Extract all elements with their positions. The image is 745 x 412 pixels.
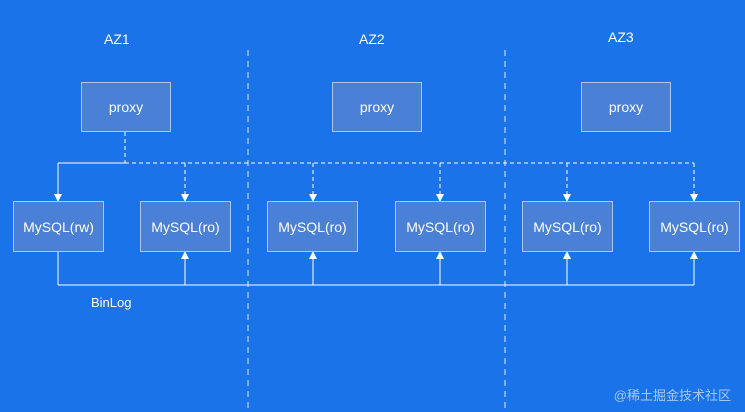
proxy-node-az3: proxy	[581, 82, 671, 132]
mysql-replica-node-5: MySQL(ro)	[649, 201, 740, 252]
mysql-replica-node-2: MySQL(ro)	[267, 201, 358, 252]
zone-label-az1: AZ1	[104, 31, 130, 47]
mysql-replica-node-1: MySQL(ro)	[140, 201, 231, 252]
mysql-primary-node: MySQL(rw)	[13, 201, 104, 252]
binlog-label: BinLog	[91, 295, 132, 310]
proxy-node-az2: proxy	[332, 82, 422, 132]
watermark-text: @稀土掘金技术社区	[613, 388, 731, 403]
proxy-node-az1: proxy	[81, 82, 171, 132]
mysql-replica-node-4: MySQL(ro)	[522, 201, 613, 252]
zone-label-az3: AZ3	[608, 29, 634, 45]
mysql-replica-node-3: MySQL(ro)	[395, 201, 486, 252]
zone-label-az2: AZ2	[359, 31, 385, 47]
